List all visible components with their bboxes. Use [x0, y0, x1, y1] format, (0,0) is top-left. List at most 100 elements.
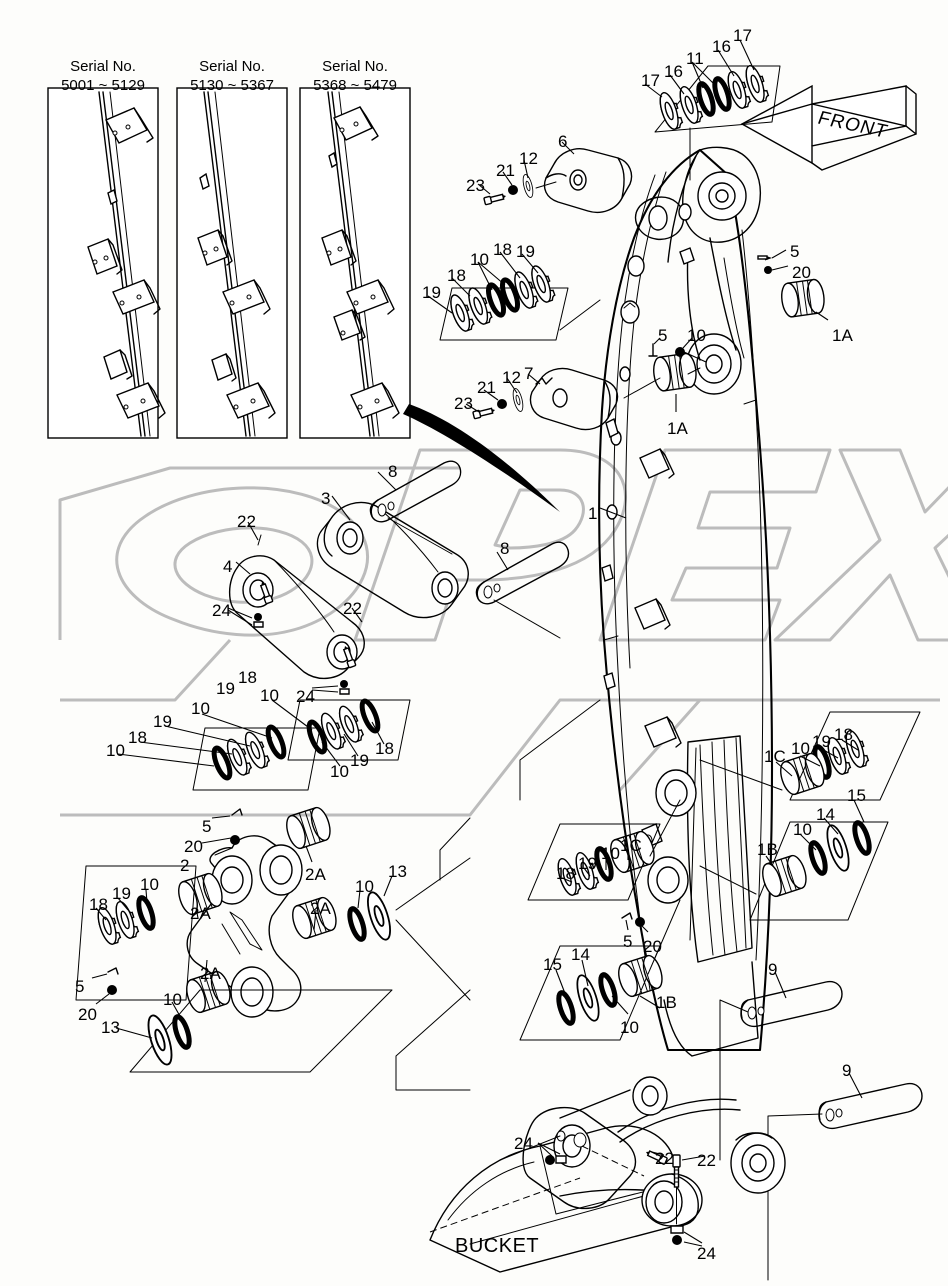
callout-20: 20 [792, 263, 811, 282]
callout-17: 17 [641, 71, 660, 90]
callout-13: 13 [101, 1018, 120, 1037]
link-3 [316, 495, 469, 619]
callout-14: 14 [571, 945, 590, 964]
callout-10: 10 [260, 686, 279, 705]
callout-18: 18 [834, 725, 853, 744]
callout-4: 4 [223, 557, 233, 576]
callout-1c: 1C [764, 747, 786, 766]
callout-19: 19 [112, 884, 131, 903]
callout-5: 5 [790, 242, 800, 261]
rod-end-7 [465, 367, 661, 431]
callout-5: 5 [623, 932, 633, 951]
callout-8: 8 [388, 462, 398, 481]
callout-22: 22 [697, 1151, 716, 1170]
callout-14: 14 [816, 805, 835, 824]
seal-stack-1b-left [519, 899, 681, 1041]
callout-19: 19 [216, 679, 235, 698]
callout-23: 23 [466, 176, 485, 195]
serial-panel-1 [47, 87, 166, 439]
callout-10: 10 [620, 1018, 639, 1037]
callout-15: 15 [543, 955, 562, 974]
callout-10: 10 [330, 762, 349, 781]
callout-8: 8 [500, 539, 510, 558]
callout-1c: 1C [620, 836, 642, 855]
callout-10: 10 [687, 326, 706, 345]
callout-10: 10 [355, 877, 374, 896]
seal-stack-1b-right [699, 799, 889, 921]
callout-18: 18 [493, 240, 512, 259]
callout-10: 10 [470, 250, 489, 269]
callout-15: 15 [847, 786, 866, 805]
washer-13-right [347, 857, 471, 1001]
bushing-1b-right [758, 852, 811, 900]
bucket-label: BUCKET [455, 1235, 540, 1257]
bushing-2a-a [282, 804, 335, 852]
callout-19: 19 [350, 751, 369, 770]
callout-3: 3 [321, 489, 331, 508]
seal-stack-left-low [75, 865, 197, 1001]
serial-panel-3 [299, 87, 411, 439]
seal-stack-1c-lower [527, 799, 681, 933]
callout-1a: 1A [667, 419, 688, 438]
callout-13: 13 [388, 862, 407, 881]
lead-item-1 [599, 507, 627, 519]
bucket-assembly [429, 1076, 786, 1273]
callout-2a: 2A [305, 865, 326, 884]
callout-6: 6 [558, 132, 568, 151]
callout-20: 20 [643, 937, 662, 956]
callout-20: 20 [184, 837, 203, 856]
callout-2a: 2A [310, 899, 331, 918]
callout-1a: 1A [832, 326, 853, 345]
callout-22: 22 [237, 512, 256, 531]
pin-detail-top [757, 249, 789, 274]
arm-main-body [598, 146, 774, 1057]
callout-9: 9 [842, 1061, 852, 1080]
callout-12: 12 [502, 368, 521, 387]
callout-19: 19 [578, 854, 597, 873]
callout-21: 21 [496, 161, 515, 180]
callout-17: 17 [733, 26, 752, 45]
serial-panel-heading-3: Serial No. 5368 ~ 5479 [313, 58, 397, 94]
callout-18: 18 [556, 864, 575, 883]
seal-stack-upper-mid [427, 251, 601, 341]
callout-10: 10 [793, 820, 812, 839]
callout-24: 24 [296, 687, 315, 706]
serial-panel-2 [176, 87, 288, 439]
callout-20: 20 [78, 1005, 97, 1024]
rod-end-6 [477, 141, 633, 214]
front-arrow-icon [740, 84, 917, 171]
callout-1b: 1B [757, 840, 778, 859]
serial-panel-heading-1: Serial No. 5001 ~ 5129 [61, 58, 145, 94]
seal-stack-top [644, 39, 781, 181]
callout-12: 12 [519, 149, 538, 168]
callout-18: 18 [447, 266, 466, 285]
bucket-link-2 [186, 808, 303, 1018]
callout-10: 10 [140, 875, 159, 894]
callout-9: 9 [768, 960, 778, 979]
washer-13-left [91, 967, 393, 1073]
callout-5: 5 [658, 326, 668, 345]
callout-2a: 2A [190, 904, 211, 923]
callout-22: 22 [343, 599, 362, 618]
callout-23: 23 [454, 394, 473, 413]
callout-1b: 1B [656, 993, 677, 1012]
callout-21: 21 [477, 378, 496, 397]
bushing-1a-right [779, 277, 827, 319]
callout-2: 2 [180, 856, 190, 875]
callout-24: 24 [697, 1244, 716, 1263]
callout-19: 19 [812, 732, 831, 751]
callout-16: 16 [712, 37, 731, 56]
callout-18: 18 [89, 895, 108, 914]
callout-10: 10 [163, 990, 182, 1009]
callout-19: 19 [516, 242, 535, 261]
link-4 [227, 521, 365, 695]
callout-5: 5 [202, 817, 212, 836]
callout-10: 10 [191, 699, 210, 718]
callout-22: 22 [655, 1149, 674, 1168]
callout-18: 18 [375, 739, 394, 758]
callout-10: 10 [601, 844, 620, 863]
callout-10: 10 [106, 741, 125, 760]
callout-18: 18 [238, 668, 257, 687]
